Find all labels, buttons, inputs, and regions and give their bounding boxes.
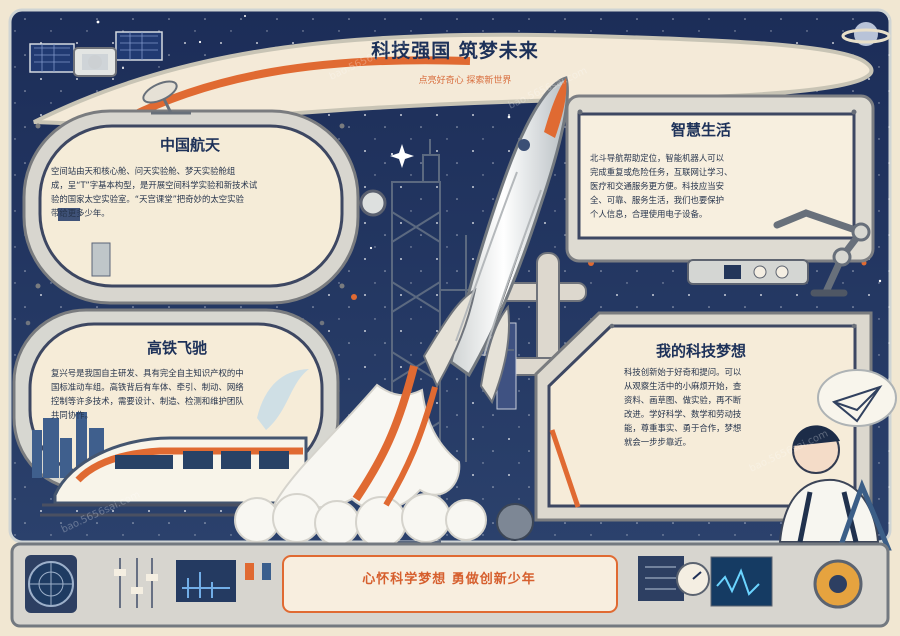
smart-line-2: 完成重复或危险任务，互联网让学习、 <box>590 167 733 177</box>
space-section-heading: 中国航天 <box>160 136 221 154</box>
control-panel-right <box>638 556 863 609</box>
space-line-3: 验的国家太空实验室。“天宫课堂”把奇妙的太空实验 <box>51 194 244 204</box>
space-panel-frame <box>22 109 387 305</box>
smart-life-heading: 智慧生活 <box>671 121 732 139</box>
robot-arm-icon <box>773 209 871 297</box>
rocket-icon <box>422 76 569 405</box>
space-line-4: 带给更多少年。 <box>51 208 110 218</box>
paper-plane-icon <box>817 369 897 427</box>
dream-line-6: 就会一步步靠近。 <box>624 437 691 447</box>
smart-life-body: 北斗导航帮助定位，智能机器人可以 完成重复或危险任务，互联网让学习、 医疗和交通… <box>590 151 830 221</box>
planet-icon <box>841 22 891 46</box>
dream-line-2: 从观察生活中的小麻烦开始，查 <box>624 381 742 391</box>
dream-section-body: 科技创新始于好奇和提问。可以 从观察生活中的小麻烦开始，查 资料、画草图、做实验… <box>624 365 809 449</box>
dream-line-1: 科技创新始于好奇和提问。可以 <box>624 367 742 377</box>
satellite-icon <box>29 31 163 77</box>
space-line-2: 成，呈“T”字基本构型，是开展空间科学实验和新技术试 <box>51 180 258 190</box>
smart-line-4: 全、可靠、服务生活，我们也要保护 <box>590 195 724 205</box>
launch-smoke <box>234 365 487 548</box>
dream-line-4: 改进。学好科学、数学和劳动技 <box>624 409 742 419</box>
control-panel-left <box>25 555 271 613</box>
rail-section-body: 复兴号是我国自主研发、具有完全自主知识产权的中 国标准动车组。高铁背后有车体、牵… <box>51 366 301 422</box>
dream-section-heading: 我的科技梦想 <box>656 342 747 360</box>
rail-line-2: 国标准动车组。高铁背后有车体、牵引、制动、网络 <box>51 382 244 392</box>
dream-line-3: 资料、画草图、做实验，再不断 <box>624 395 742 405</box>
dream-line-5: 能，尊重事实、勇于合作，梦想 <box>624 423 742 433</box>
footer-slogan: 心怀科学梦想 勇做创新少年 <box>362 572 536 587</box>
poster-subtitle: 点亮好奇心 探索新世界 <box>418 76 512 86</box>
smart-line-3: 医疗和交通服务更方便。科技应当安 <box>590 181 724 191</box>
smart-line-1: 北斗导航帮助定位，智能机器人可以 <box>590 153 724 163</box>
poster-title: 科技强国 筑梦未来 <box>371 40 539 62</box>
rail-line-3: 控制等许多技术，需要设计、制造、检测和维护团队 <box>51 396 244 406</box>
dream-panel-frame <box>496 311 873 541</box>
space-section-body: 空间站由天和核心舱、问天实验舱、梦天实验舱组 成，呈“T”字基本构型，是开展空间… <box>51 164 306 220</box>
smart-line-5: 个人信息，合理使用电子设备。 <box>590 209 708 219</box>
dish-antenna-icon <box>142 80 191 115</box>
space-line-1: 空间站由天和核心舱、问天实验舱、梦天实验舱组 <box>51 166 236 176</box>
rail-line-1: 复兴号是我国自主研发、具有完全自主知识产权的中 <box>51 368 244 378</box>
rail-section-heading: 高铁飞驰 <box>147 339 208 357</box>
high-speed-train-icon <box>40 436 345 517</box>
rail-line-4: 共同协作。 <box>51 410 93 420</box>
